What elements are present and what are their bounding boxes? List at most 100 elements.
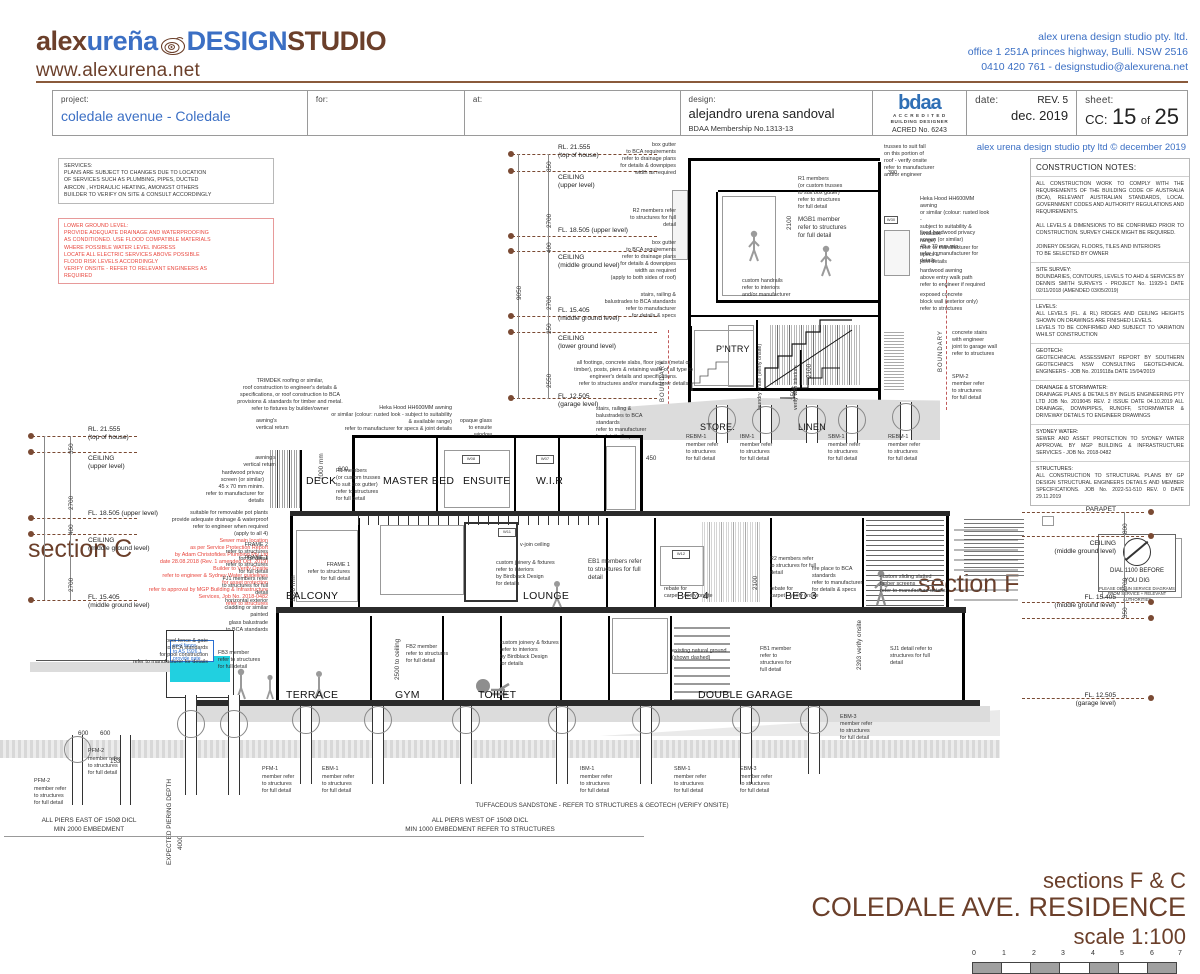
footing-callout-c-2-code: PFM-1 xyxy=(262,766,279,772)
level-dot-f-0 xyxy=(508,151,514,157)
window-f-2 xyxy=(884,230,910,276)
level-sub-c-3: (middle ground level) xyxy=(88,545,150,552)
roof-c-upper xyxy=(352,435,642,438)
footing-callout-f-0-code: REBM-1 xyxy=(686,434,707,440)
construction-notes-section-6: STRUCTURES: ALL CONSTRUCTION TO STRUCTUR… xyxy=(1031,462,1189,505)
scale-seg-4 xyxy=(1089,963,1119,973)
dial-line2: YOU DIG xyxy=(1124,577,1150,584)
room-label-wir: W.I.R xyxy=(536,475,564,487)
pier-circle-c-3 xyxy=(292,706,320,734)
window-tag-w08: W08 xyxy=(462,455,480,464)
construction-notes-body-5: SEWER AND ASSET PROTECTION TO SYDNEY WAT… xyxy=(1036,436,1184,456)
ann-heka-hood-f: Heka Hood HH600MM awning or similar (col… xyxy=(920,196,990,265)
construction-notes-body-6: ALL CONSTRUCTION TO STRUCTURAL PLANS BY … xyxy=(1036,473,1184,500)
level-sub-c-4: (middle ground level) xyxy=(88,602,150,609)
wall-c-upper-left xyxy=(352,435,355,513)
construction-notes-heading-6: STRUCTURES: xyxy=(1036,466,1073,472)
pier-circle-c-6 xyxy=(548,706,576,734)
construction-notes-body-3: GEOTECHNICAL ASSESSMENT REPORT BY SOUTHE… xyxy=(1036,355,1184,375)
level-label-c-0: RL. 21.555 xyxy=(88,426,121,433)
partition-c-l2 xyxy=(442,616,444,700)
construction-notes-body-2: ALL LEVELS (FL. & RL) RIDGES AND CEILING… xyxy=(1036,311,1184,338)
level-dot-f-4 xyxy=(508,313,514,319)
sheet-prefix: CC: xyxy=(1085,112,1108,127)
level-sub-c-0: (top of house) xyxy=(88,434,129,441)
ann-eb1: EB1 members refer to structures for full… xyxy=(588,558,642,581)
logo-part-alex: alex xyxy=(36,26,87,56)
ann-custom-handrails: custom handrails refer to interiors and/… xyxy=(742,278,791,298)
room-label-store: STORE. xyxy=(700,422,736,432)
level-sub-f-4: (middle ground level) xyxy=(558,315,620,322)
level-label-c-1: CEILING xyxy=(88,455,115,462)
lower-ground-note-line-5: FLOOD RISK LEVELS ACCORDINGLY xyxy=(64,259,159,266)
dim-rc-2: 350 xyxy=(1122,607,1129,618)
person-figure-c-terrace xyxy=(314,671,324,700)
level-dot-c-0 xyxy=(28,433,34,439)
room-label-pntry: P'NTRY xyxy=(716,344,750,354)
scale-seg-6 xyxy=(1147,963,1176,973)
dim-600-c: 600 xyxy=(338,466,349,473)
pool-terrace-line xyxy=(36,660,166,661)
scale-tick-7: 7 xyxy=(1178,950,1182,957)
dim-450-c: 450 xyxy=(646,455,657,462)
level-label-f-6: FL. 12.505 xyxy=(558,393,590,400)
ann-rebate-carpet-2: rebate for carpet - verify onsite xyxy=(770,586,819,599)
revision-label: REV. 5 xyxy=(1037,95,1069,106)
date-value: dec. 2019 xyxy=(1010,108,1069,123)
ann-spm2: SPM-2 member refer to structures for ful… xyxy=(952,374,985,401)
level-line-rc-1 xyxy=(1022,536,1144,537)
pier-circle-f-3 xyxy=(798,406,826,434)
ann-hardwood-privacy-f: fixed hardwood privacy screen (or simila… xyxy=(920,230,979,264)
ann-box-gutter-1: box gutter to BCA requirements refer to … xyxy=(620,142,676,176)
lower-ground-note-line-0: LOWER GROUND LEVEL: xyxy=(64,223,129,229)
footing-callout-c-3-code: EBM-1 xyxy=(322,766,339,772)
title-cell-date: date: REV. 5 dec. 2019 xyxy=(967,91,1078,135)
footing-callout-c-6-code: EBM-3 xyxy=(740,766,757,772)
room-label-gym: GYM xyxy=(395,689,420,701)
ann-awning-return: awning's vertical return xyxy=(243,455,276,468)
dim-f-2: 400 xyxy=(546,242,553,253)
drawing-scale-label: scale 1:100 xyxy=(1073,924,1186,949)
person-figure-f-2 xyxy=(820,245,832,277)
pool-fence-callout-box: pool fence to AS 1926.1 provide gate xyxy=(170,640,214,662)
wall-c-low-right xyxy=(962,613,965,701)
ann-mgb1: MGB1 member refer to structures for full… xyxy=(798,216,847,239)
partition-c-l6 xyxy=(670,616,672,700)
scale-seg-2 xyxy=(1031,963,1061,973)
scale-seg-3 xyxy=(1060,963,1090,973)
studio-mark-icon xyxy=(160,33,186,56)
construction-notes-body-4: DRAINAGE PLANS & DETAILS BY INGLIS ENGIN… xyxy=(1036,392,1184,419)
ann-vjoin-ceiling: v-join ceiling xyxy=(520,542,550,548)
level-sub-f-3: (middle ground level) xyxy=(558,262,620,269)
wall-f-inner-2 xyxy=(756,320,758,390)
level-label-f-5: CEILING xyxy=(558,335,585,342)
services-note-line-3: BUILDER TO VERIFY ON SITE & CONSULT ACCO… xyxy=(64,191,212,198)
scale-bar-numbers: 0 1 2 3 4 5 6 7 xyxy=(966,950,1184,960)
stair-c-lower xyxy=(674,627,730,701)
dim-2393-c: 2393 verify onsite xyxy=(856,619,863,670)
ann-r2-members-f: R2 members refer to structures for full … xyxy=(630,208,676,228)
sheet-of-label: of xyxy=(1140,115,1151,127)
level-line-f-3 xyxy=(512,251,657,252)
construction-notes-body-1: BOUNDARIES, CONTOURS, LEVELS TO AHD & SE… xyxy=(1036,274,1184,294)
level-label-rc-0: PARAPET xyxy=(1085,506,1116,513)
footing-callout-f-1-code: IBM-1 xyxy=(740,434,755,440)
lower-ground-note-line-4: LOCATE ALL ELECTRIC SERVICES ABOVE POSSI… xyxy=(64,251,200,258)
sandstone-band xyxy=(0,740,1000,758)
footing-callout-f-2-text: member refer to structures for full deta… xyxy=(828,442,861,462)
services-note-box: SERVICES: PLANS ARE SUBJECT TO CHANGES D… xyxy=(58,158,274,204)
scale-bar xyxy=(972,962,1177,974)
stair-hatch-c xyxy=(702,522,760,602)
stair-f-lower-diagram xyxy=(691,361,728,391)
ann-frame2: FRAME 2 refer to structures for full det… xyxy=(225,542,268,562)
footing-callout-f-3-code: REBM-1 xyxy=(888,434,909,440)
ann-piers-west: ALL PIERS WEST OF 150Ø DICL MIN 1000 EMB… xyxy=(405,817,555,833)
services-note-line-1: OF SERVICES SUCH AS PLUMBING, PIPES, DUC… xyxy=(64,177,199,184)
person-figure-f-1 xyxy=(748,230,760,262)
level-label-c-3: CEILING xyxy=(88,537,115,544)
level-dot-c-3 xyxy=(28,531,34,537)
lower-ground-note-line-1: PROVIDE ADEQUATE DRAINAGE AND WATERPROOF… xyxy=(64,230,209,237)
title-cell-project: project: coledale avenue - Coledale xyxy=(53,91,308,135)
partition-c-l1 xyxy=(370,616,372,700)
level-sub-f-6: (garage level) xyxy=(558,401,599,408)
